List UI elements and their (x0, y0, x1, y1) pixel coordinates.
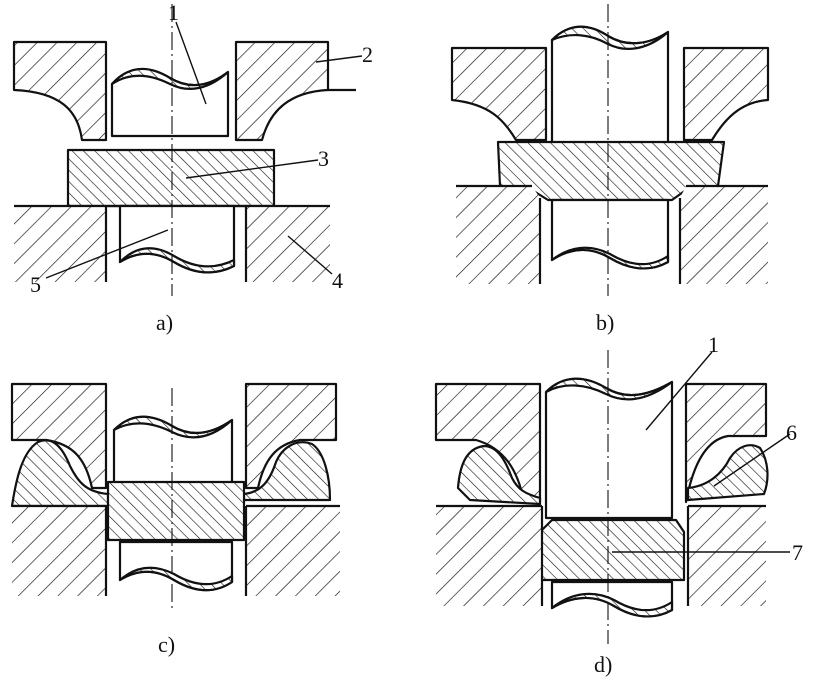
die-right (688, 506, 766, 606)
caption-c: c) (158, 632, 175, 657)
flash-left (456, 444, 542, 506)
flash-left (10, 439, 110, 508)
panel-a: 1 2 3 4 5 a) (12, 0, 373, 335)
punch (544, 377, 674, 520)
die-right (246, 206, 330, 282)
flash-right (686, 444, 769, 502)
die-left (14, 206, 106, 282)
blank-holder-right (682, 46, 770, 142)
blank-holder-left (450, 46, 548, 142)
callout-4: 4 (332, 268, 343, 293)
callout-1: 1 (708, 332, 719, 357)
callout-5: 5 (30, 272, 41, 297)
caption-d: d) (594, 652, 612, 677)
workpiece (66, 148, 276, 208)
blank-holder-right (244, 382, 338, 490)
callout-1: 1 (168, 0, 179, 25)
panel-c: c) (10, 382, 340, 657)
blank-holder-left (12, 40, 108, 142)
caption-b: b) (596, 310, 614, 335)
die-left (456, 186, 540, 284)
callout-2: 2 (362, 42, 373, 67)
blank-holder-right (234, 40, 330, 142)
flash-right (242, 441, 332, 502)
caption-a: a) (156, 310, 173, 335)
panel-d: 1 6 7 d) (434, 332, 803, 677)
callout-7: 7 (792, 540, 803, 565)
callout-3: 3 (318, 146, 329, 171)
die-left (12, 506, 106, 596)
die-left (436, 506, 542, 606)
workpiece (106, 480, 246, 542)
die-right (246, 506, 340, 596)
panel-b: b) (450, 4, 770, 335)
slug (538, 518, 686, 582)
callout-6: 6 (786, 420, 797, 445)
die-right (680, 186, 768, 284)
